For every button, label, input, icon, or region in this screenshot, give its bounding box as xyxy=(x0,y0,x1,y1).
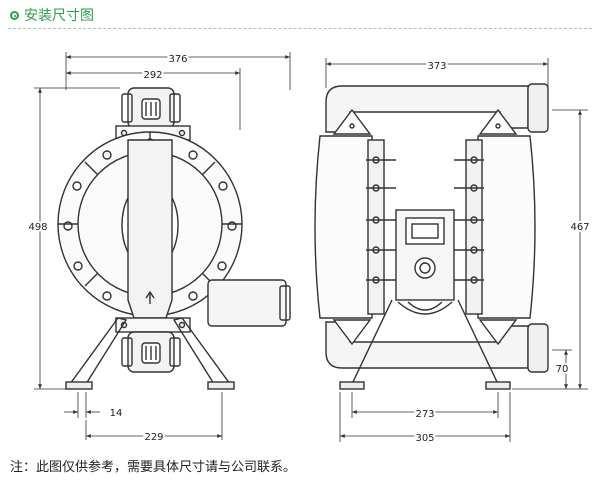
dim-front-height: 498 xyxy=(28,222,47,233)
dim-side-base-outer: 305 xyxy=(415,433,434,444)
dim-front-overall-width: 376 xyxy=(168,54,187,65)
dim-side-base-inner: 273 xyxy=(415,409,434,420)
side-dimensions xyxy=(325,58,588,442)
dim-front-foot-width: 14 xyxy=(110,408,123,419)
front-dimensions xyxy=(34,52,291,440)
footnote: 注：此图仅供参考，需要具体尺寸请与公司联系。 xyxy=(10,460,297,475)
front-top-outlet xyxy=(121,87,181,129)
bullet-icon xyxy=(10,11,19,20)
front-air-motor xyxy=(207,279,287,327)
section-title: 安装尺寸图 xyxy=(24,8,94,24)
front-bottom-inlet xyxy=(121,331,181,373)
dim-side-height: 467 xyxy=(570,222,589,233)
dim-side-overall-width: 373 xyxy=(427,61,446,72)
dim-front-inner-width: 292 xyxy=(143,70,162,81)
header-divider xyxy=(8,28,592,29)
side-housing-right xyxy=(477,135,536,319)
front-view xyxy=(57,87,291,390)
dim-side-outlet-height: 70 xyxy=(556,364,569,375)
dim-front-base-width: 229 xyxy=(144,432,163,443)
front-bolts xyxy=(63,138,237,311)
pump-dimension-drawing: 376 292 498 14 229 xyxy=(26,52,592,446)
section-header: 安装尺寸图 xyxy=(8,6,592,29)
side-bolts xyxy=(366,156,484,284)
side-housing-left xyxy=(314,135,373,319)
side-stand xyxy=(351,299,499,385)
side-view xyxy=(314,83,549,390)
